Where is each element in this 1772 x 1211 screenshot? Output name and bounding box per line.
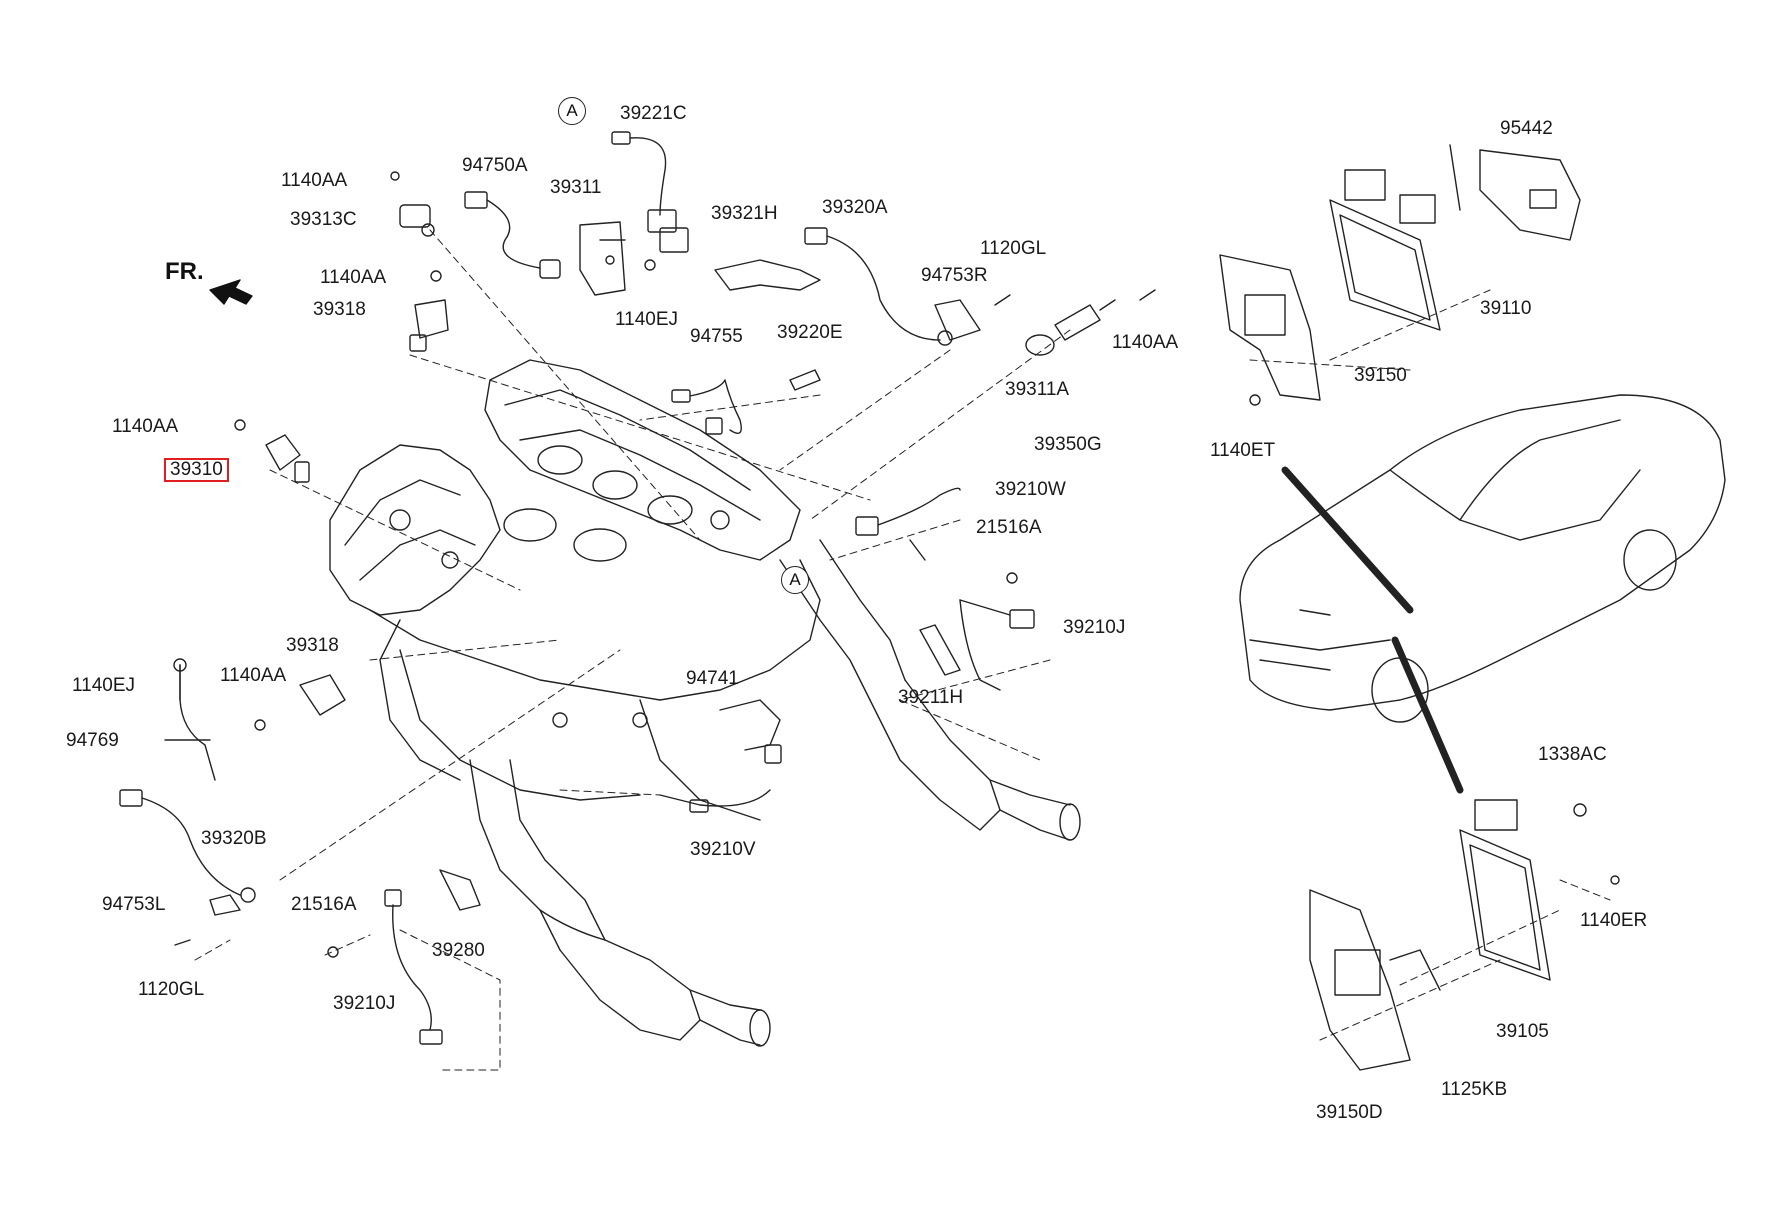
harness-94755 (671, 379, 742, 435)
part-label[interactable]: 94769 (66, 730, 119, 751)
part-label[interactable]: 1120GL (138, 979, 205, 1000)
part-label[interactable]: 21516A (976, 517, 1042, 538)
harness-94750A (464, 191, 561, 279)
part-label[interactable]: 39321H (711, 203, 778, 224)
sensor-39310 (234, 419, 310, 483)
part-label[interactable]: 94741 (686, 668, 739, 689)
sensor-39210W (855, 487, 961, 561)
harness-94741 (719, 699, 782, 764)
bracket-39321H (714, 259, 821, 291)
sensor-39313C (390, 171, 435, 237)
leader-lines (194, 229, 1611, 1071)
part-label[interactable]: 39311A (1005, 379, 1070, 400)
part-label[interactable]: 95442 (1500, 118, 1553, 139)
front-direction-arrow (209, 279, 253, 305)
engine-assembly (329, 359, 1081, 1047)
bracket-39211H (919, 624, 961, 676)
sensor-39320A (804, 227, 1011, 346)
part-label[interactable]: 39313C (290, 209, 357, 230)
part-label[interactable]: 39221C (620, 103, 687, 124)
part-label[interactable]: 1338AC (1538, 744, 1607, 765)
part-label[interactable]: 39280 (432, 940, 485, 961)
bracket-94769 (164, 658, 216, 781)
part-label[interactable]: 1140ER (1580, 910, 1648, 931)
part-label[interactable]: 39350G (1034, 434, 1102, 455)
part-label[interactable]: 94753L (102, 894, 166, 915)
car-illustration (1239, 394, 1726, 794)
part-label[interactable]: 39220E (777, 322, 843, 343)
part-label[interactable]: 1125KB (1441, 1079, 1508, 1100)
reference-marker-a: A (558, 97, 586, 125)
part-label[interactable]: 1140EJ (72, 675, 136, 696)
part-label[interactable]: 21516A (291, 894, 357, 915)
part-label[interactable]: 94755 (690, 326, 743, 347)
bracket-39311 (579, 221, 656, 296)
front-direction-label: FR. (165, 258, 204, 285)
ecu-lower (1309, 799, 1620, 1071)
part-label[interactable]: 39210W (995, 479, 1066, 500)
part-label[interactable]: 1140ET (1210, 440, 1276, 461)
part-label[interactable]: 39210V (690, 839, 756, 860)
part-label[interactable]: 1140AA (112, 416, 179, 437)
part-label[interactable]: 39318 (313, 299, 366, 320)
part-label[interactable]: 39320B (201, 828, 267, 849)
part-label[interactable]: 39320A (822, 197, 888, 218)
sensor-39318-lower (254, 674, 346, 731)
part-label[interactable]: 1140EJ (615, 309, 679, 330)
part-label[interactable]: 39210J (1063, 617, 1126, 638)
part-label[interactable]: 39318 (286, 635, 339, 656)
sensor-39210J-right (959, 572, 1035, 691)
part-label[interactable]: 39150D (1316, 1102, 1383, 1123)
part-label[interactable]: 94753R (921, 265, 988, 286)
part-label[interactable]: 39105 (1496, 1021, 1549, 1042)
part-label[interactable]: 94750A (462, 155, 528, 176)
part-label[interactable]: 1120GL (980, 238, 1047, 259)
sensor-39318-top (409, 270, 449, 352)
part-label[interactable]: 39311 (550, 177, 602, 198)
part-label[interactable]: 39150 (1354, 365, 1407, 386)
part-label[interactable]: 39211H (898, 687, 964, 708)
sensor-39220E (789, 369, 821, 391)
part-label[interactable]: 1140AA (1112, 332, 1179, 353)
part-label[interactable]: 39110 (1480, 298, 1532, 319)
sensor-39210V (659, 789, 771, 813)
sensor-39320B (119, 789, 256, 946)
reference-marker-a: A (781, 566, 809, 594)
part-label[interactable]: 1140AA (220, 665, 287, 686)
part-label[interactable]: 1140AA (281, 170, 348, 191)
highlighted-part-label[interactable]: 39310 (164, 458, 229, 482)
bracket-39280 (327, 869, 481, 1045)
sensor-39221C (611, 131, 689, 253)
part-label[interactable]: 39210J (333, 993, 396, 1014)
ecu-upper (1219, 144, 1581, 406)
sensor-39350G (1025, 289, 1156, 356)
part-label[interactable]: 1140AA (320, 267, 387, 288)
